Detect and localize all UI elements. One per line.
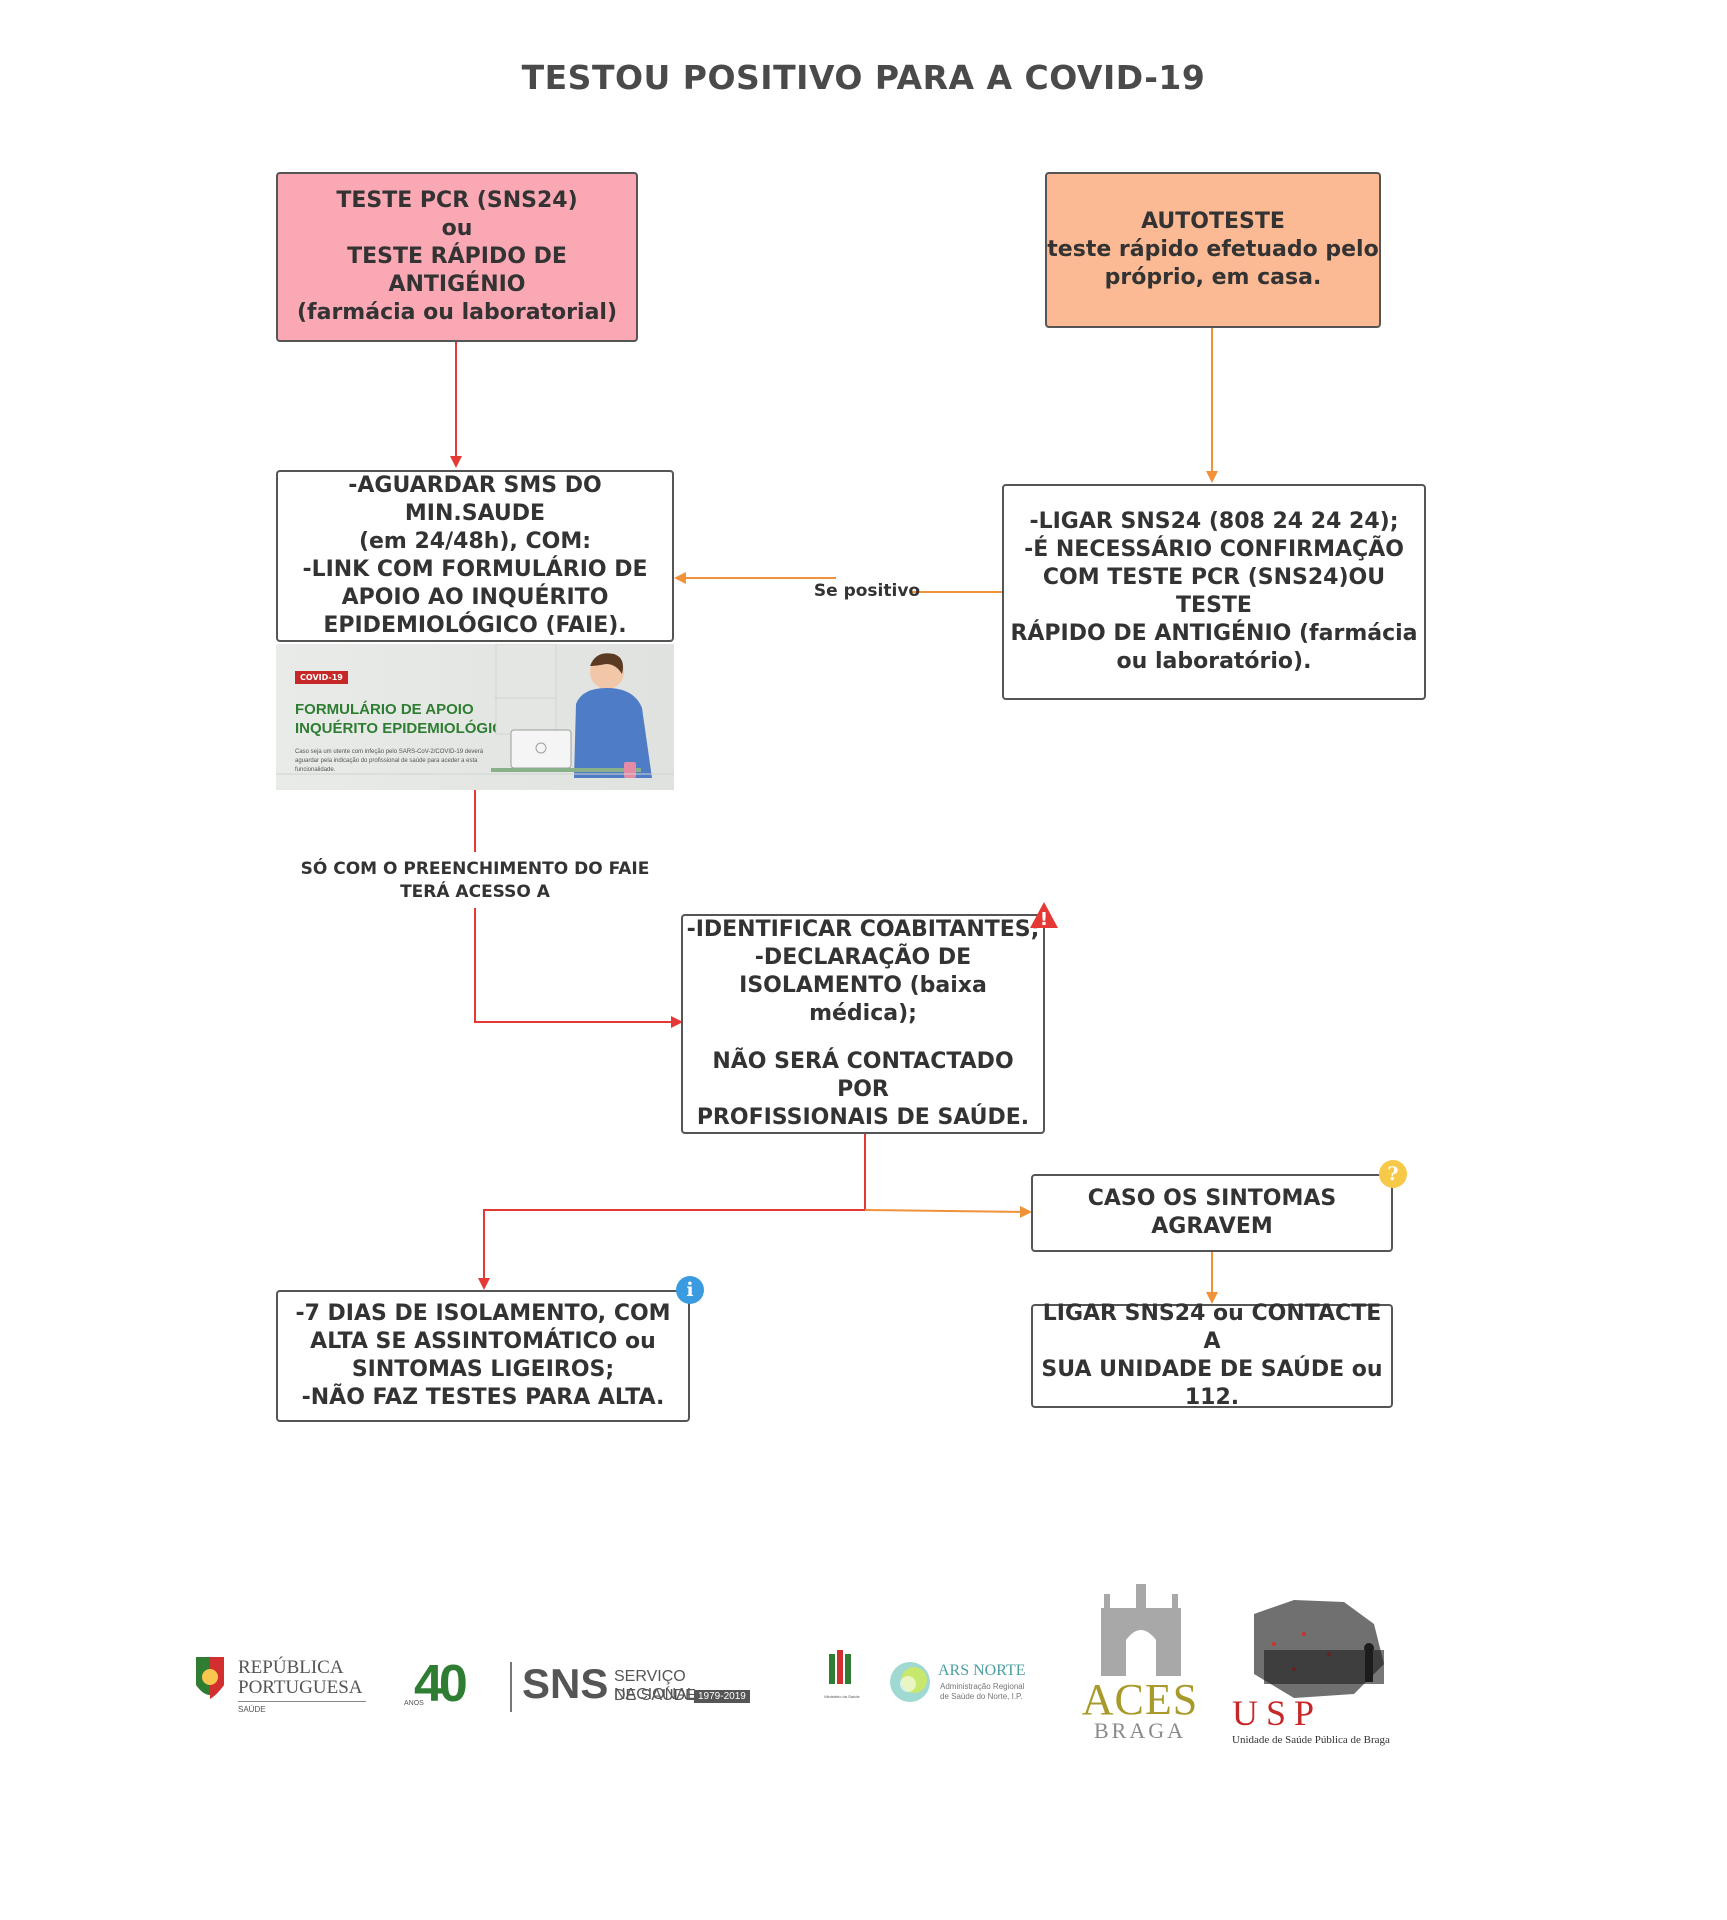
autoteste-line-2: teste rápido efetuado pelo xyxy=(1047,237,1379,262)
faie-label-line-1: SÓ COM O PREENCHIMENTO DO FAIE xyxy=(300,859,650,879)
sete-dias-box: -7 DIAS DE ISOLAMENTO, COM ALTA SE ASSIN… xyxy=(276,1290,690,1422)
agravem-line-2: AGRAVEM xyxy=(1151,1214,1273,1239)
sms-line-1: -AGUARDAR SMS DO MIN.SAUDE xyxy=(348,473,602,526)
thumb-title-line-2: INQUÉRITO EPIDEMIOLÓGICO xyxy=(295,720,515,737)
identificar-box: -IDENTIFICAR COABITANTES; -DECLARAÇÃO DE… xyxy=(681,914,1045,1134)
thumb-title: FORMULÁRIO DE APOIO INQUÉRITO EPIDEMIOLÓ… xyxy=(295,700,515,738)
person-at-laptop-illustration xyxy=(276,644,674,778)
republica-portuguesa-logo: REPÚBLICA PORTUGUESA SAÚDE xyxy=(190,1655,370,1725)
sms-line-4: APOIO AO INQUÉRITO xyxy=(341,585,609,610)
dias-line-1: -7 DIAS DE ISOLAMENTO, COM xyxy=(295,1301,671,1326)
autoteste-box: AUTOTESTE teste rápido efetuado pelo pró… xyxy=(1045,172,1381,328)
aguardar-sms-box: -AGUARDAR SMS DO MIN.SAUDE (em 24/48h), … xyxy=(276,470,674,642)
aces-braga-logo: ACES BRAGA xyxy=(1068,1578,1212,1743)
republica-line-2: PORTUGUESA xyxy=(238,1677,363,1698)
ligar-line-2: -É NECESSÁRIO CONFIRMAÇÃO xyxy=(1024,537,1404,562)
usp-subtitle: Unidade de Saúde Pública de Braga xyxy=(1232,1734,1390,1746)
forty-label: 40 xyxy=(414,1655,468,1713)
se-positivo-label: Se positivo xyxy=(813,581,921,601)
ministerio-emblem-icon xyxy=(829,1650,851,1684)
arrow-identificar-to-agravem xyxy=(864,1205,1032,1218)
republica-line-3: SAÚDE xyxy=(238,1705,266,1714)
usp-label: USP xyxy=(1232,1693,1323,1733)
contacte-line-1: LIGAR SNS24 ou CONTACTE A xyxy=(1042,1301,1382,1354)
thumb-tag: COVID-19 xyxy=(295,671,348,684)
sms-line-5: EPIDEMIOLÓGICO (FAIE). xyxy=(323,613,627,638)
usp-braga-logo: USP Unidade de Saúde Pública de Braga xyxy=(1226,1594,1426,1746)
pcr-test-box: TESTE PCR (SNS24) ou TESTE RÁPIDO DE ANT… xyxy=(276,172,638,342)
faie-thumbnail: COVID-19 FORMULÁRIO DE APOIO INQUÉRITO E… xyxy=(276,644,674,790)
identificar-line-4: NÃO SERÁ CONTACTADO POR xyxy=(712,1049,1014,1102)
identificar-line-3: ISOLAMENTO (baixa médica); xyxy=(739,973,987,1026)
arch-monument-icon xyxy=(1101,1584,1181,1676)
ars-title: ARS NORTE xyxy=(938,1662,1026,1679)
ars-line-1: Administração Regional xyxy=(940,1682,1025,1691)
braga-label: BRAGA xyxy=(1093,1718,1186,1743)
autoteste-line-1: AUTOTESTE xyxy=(1141,209,1285,234)
sns-years: 1979-2019 xyxy=(694,1690,750,1703)
ars-line-2: de Saúde do Norte, I.P. xyxy=(940,1692,1023,1701)
info-icon: i xyxy=(676,1276,704,1304)
thumb-title-line-1: FORMULÁRIO DE APOIO xyxy=(295,701,474,718)
sns-line-2: DE SAÚDE xyxy=(614,1687,696,1704)
diagram-title: TESTOU POSITIVO PARA A COVID-19 xyxy=(521,58,1206,97)
ars-norte-logo: ARS NORTE Administração Regional de Saúd… xyxy=(888,1658,1038,1718)
aces-label: ACES xyxy=(1081,1675,1199,1724)
question-icon: ? xyxy=(1379,1160,1407,1188)
pcr-line-1: TESTE PCR (SNS24) xyxy=(336,188,578,213)
ministerio-saude-logo: Ministério da Saúde xyxy=(820,1650,860,1710)
warning-mark: ! xyxy=(1040,909,1048,929)
identificar-line-5: PROFISSIONAIS DE SAÚDE. xyxy=(696,1105,1030,1130)
thumb-text: Caso seja um utente com infeção pelo SAR… xyxy=(295,749,484,773)
pcr-line-4: (farmácia ou laboratorial) xyxy=(296,300,618,325)
ministerio-label: Ministério da Saúde xyxy=(824,1694,860,1699)
portugal-emblem-icon xyxy=(196,1657,224,1699)
contacte-line-2: SUA UNIDADE DE SAÚDE ou xyxy=(1041,1357,1383,1382)
sintomas-agravem-box: CASO OS SINTOMAS AGRAVEM xyxy=(1031,1174,1393,1252)
autoteste-line-3: próprio, em casa. xyxy=(1104,265,1322,290)
warning-icon: ! xyxy=(1030,902,1058,929)
ligar-line-5: ou laboratório). xyxy=(1116,649,1312,674)
contacte-unidade-box: LIGAR SNS24 ou CONTACTE A SUA UNIDADE DE… xyxy=(1031,1301,1393,1410)
arrow-thumb-to-identificar xyxy=(474,790,681,1022)
ligar-line-4: RÁPIDO DE ANTIGÉNIO (farmácia xyxy=(1010,621,1418,646)
identificar-line-1: -IDENTIFICAR COABITANTES; xyxy=(686,917,1040,942)
ligar-line-1: -LIGAR SNS24 (808 24 24 24); xyxy=(1029,509,1399,534)
usp-map-people-icon xyxy=(1254,1600,1384,1698)
arrow-identificar-to-dias xyxy=(478,1134,866,1290)
pcr-line-3: TESTE RÁPIDO DE ANTIGÉNIO xyxy=(347,244,567,297)
republica-line-1: REPÚBLICA xyxy=(238,1657,344,1678)
contacte-line-3: 112. xyxy=(1184,1385,1240,1410)
ars-emblem-icon xyxy=(890,1662,930,1702)
arrow-ligar-to-sms xyxy=(676,578,1002,593)
sns-line-1: SERVIÇO NACIONAL xyxy=(614,1668,696,1703)
anos-label: ANOS xyxy=(404,1700,424,1707)
identificar-line-2: -DECLARAÇÃO DE xyxy=(754,945,972,970)
ligar-line-3: COM TESTE PCR (SNS24)OU TESTE xyxy=(1042,565,1386,618)
sns-40-logo: ANOS 40 SNS SERVIÇO NACIONAL DE SAÚDE 19… xyxy=(404,1655,764,1718)
agravem-line-1: CASO OS SINTOMAS xyxy=(1087,1186,1337,1211)
dias-line-2: ALTA SE ASSINTOMÁTICO ou xyxy=(310,1329,656,1354)
ligar-sns24-box: -LIGAR SNS24 (808 24 24 24); -É NECESSÁR… xyxy=(1002,484,1426,700)
faie-label-line-2: TERÁ ACESSO A xyxy=(400,882,550,902)
dias-line-4: -NÃO FAZ TESTES PARA ALTA. xyxy=(301,1385,665,1410)
sms-line-2: (em 24/48h), COM: xyxy=(358,529,592,554)
sns-label: SNS xyxy=(522,1660,609,1707)
faie-access-label: SÓ COM O PREENCHIMENTO DO FAIE TERÁ ACES… xyxy=(270,858,680,904)
sms-line-3: -LINK COM FORMULÁRIO DE xyxy=(302,557,648,582)
pcr-line-2: ou xyxy=(441,216,473,241)
dias-line-3: SINTOMAS LIGEIROS; xyxy=(351,1357,615,1382)
